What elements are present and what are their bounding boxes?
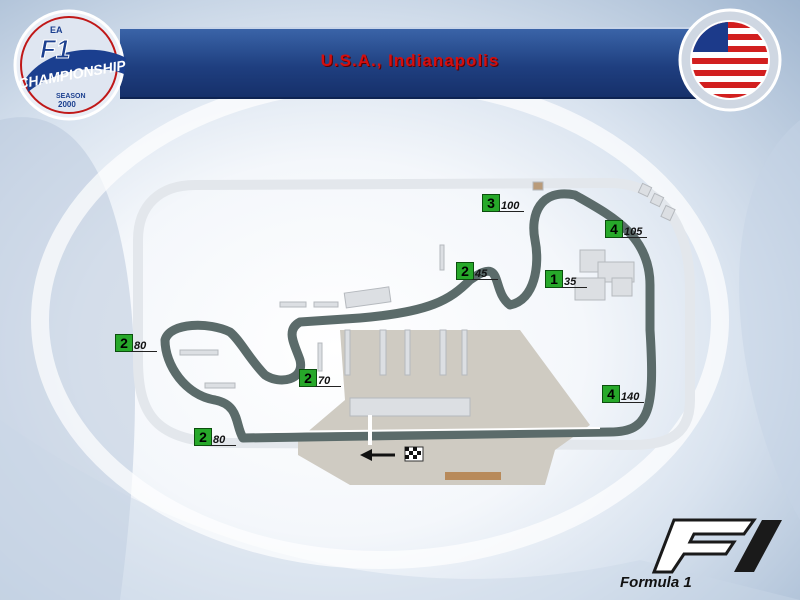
corner-speed: 70: [318, 375, 331, 387]
gear-box: 2: [194, 428, 212, 446]
corner-speed: 140: [621, 391, 640, 403]
buildings: [179, 181, 676, 417]
race-track: [160, 189, 657, 443]
gear-box: 4: [602, 385, 620, 403]
gear-box: 1: [545, 270, 563, 288]
svg-text:2000: 2000: [58, 100, 76, 109]
corner-speed: 80: [134, 340, 147, 352]
gear-box: 4: [605, 220, 623, 238]
marker-line: [621, 237, 647, 238]
corner-speed: 80: [213, 434, 226, 446]
marker-line: [131, 351, 157, 352]
usa-flag-icon: [678, 8, 782, 112]
corner-speed: 45: [475, 268, 488, 280]
marker-line: [210, 445, 236, 446]
marker-line: [472, 279, 498, 280]
corner-speed: 100: [501, 200, 520, 212]
gear-box: 2: [456, 262, 474, 280]
formula1-logo: [651, 518, 782, 574]
marker-line: [315, 386, 341, 387]
formula1-caption: Formula 1: [620, 574, 692, 591]
f1-championship-logo: EA F1 CHAMPIONSHIP SEASON 2000: [13, 9, 128, 121]
svg-text:SEASON: SEASON: [56, 93, 86, 100]
marker-line: [498, 211, 524, 212]
svg-text:F1: F1: [40, 34, 70, 64]
gear-box: 3: [482, 194, 500, 212]
header-bar: U.S.A., Indianapolis: [120, 27, 700, 99]
corner-speed: 105: [624, 226, 643, 238]
gear-box: 2: [115, 334, 133, 352]
checkered-flag-icon: [404, 446, 424, 462]
direction-arrow-icon: [360, 449, 395, 461]
svg-text:EA: EA: [50, 25, 63, 35]
gear-box: 2: [299, 369, 317, 387]
pit-lane: [259, 427, 601, 433]
grandstand: [445, 472, 501, 480]
track-title: U.S.A., Indianapolis: [320, 51, 500, 70]
marker-line: [561, 287, 587, 288]
marker-line: [618, 402, 644, 403]
oval-boundary: [133, 177, 695, 451]
corner-speed: 35: [564, 276, 577, 288]
